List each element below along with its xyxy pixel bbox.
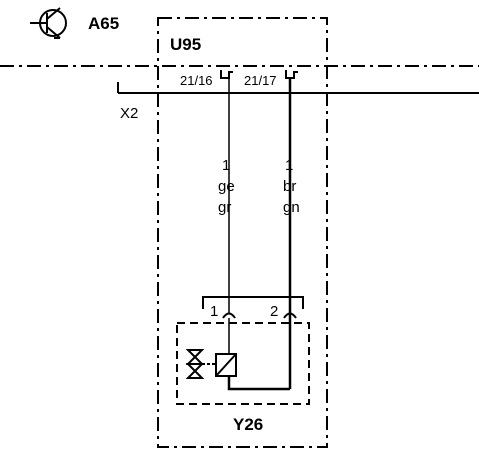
valve-label: Y26 — [233, 415, 263, 434]
valve-pin-2-icon — [283, 312, 297, 319]
pin-label-right: 21/17 — [244, 73, 277, 88]
valve-pin-1-label: 1 — [210, 303, 218, 320]
wire-right-color-2: gn — [283, 199, 300, 216]
pin-label-left: 21/16 — [180, 73, 213, 88]
wire-right-number: 1 — [285, 157, 293, 174]
socket-right-icon — [285, 70, 298, 79]
control-unit-symbol-icon — [30, 7, 67, 39]
connector-label: X2 — [120, 105, 138, 122]
valve-y26-boundary — [176, 322, 310, 405]
component-label-a65: A65 — [88, 14, 119, 33]
valve-pin-2-label: 2 — [270, 303, 278, 320]
valve-pin-1-icon — [222, 312, 236, 319]
valve-connector-bracket — [202, 296, 304, 309]
wire-left-color-1: ge — [218, 178, 235, 195]
wire-left-number: 1 — [222, 157, 230, 174]
wire-right-color-1: br — [283, 178, 296, 195]
module-label: U95 — [170, 35, 201, 54]
wire-left-color-2: gr — [218, 199, 231, 216]
module-u95-boundary — [157, 17, 328, 448]
valve-symbol-icon — [185, 349, 216, 379]
socket-left-icon — [220, 70, 233, 79]
solenoid-coil-icon — [215, 353, 237, 377]
